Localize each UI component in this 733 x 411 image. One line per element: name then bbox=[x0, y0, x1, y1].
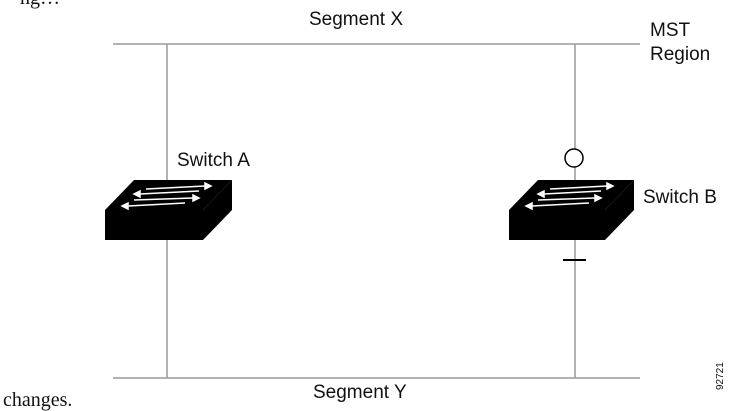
switch-b-icon bbox=[509, 180, 634, 240]
switch-a-icon bbox=[105, 180, 232, 240]
segment-x-label: Segment X bbox=[309, 9, 403, 30]
segment-y-label: Segment Y bbox=[313, 382, 407, 403]
figure-id: 92721 bbox=[715, 362, 726, 390]
blocked-port-icon bbox=[564, 148, 584, 168]
bottom-cut-text: changes. bbox=[3, 389, 73, 411]
top-cut-text: ng… bbox=[20, 0, 60, 8]
switch-b-label: Switch B bbox=[643, 187, 717, 208]
region-label: MST Region bbox=[650, 20, 711, 65]
switch-a-label: Switch A bbox=[177, 150, 250, 171]
